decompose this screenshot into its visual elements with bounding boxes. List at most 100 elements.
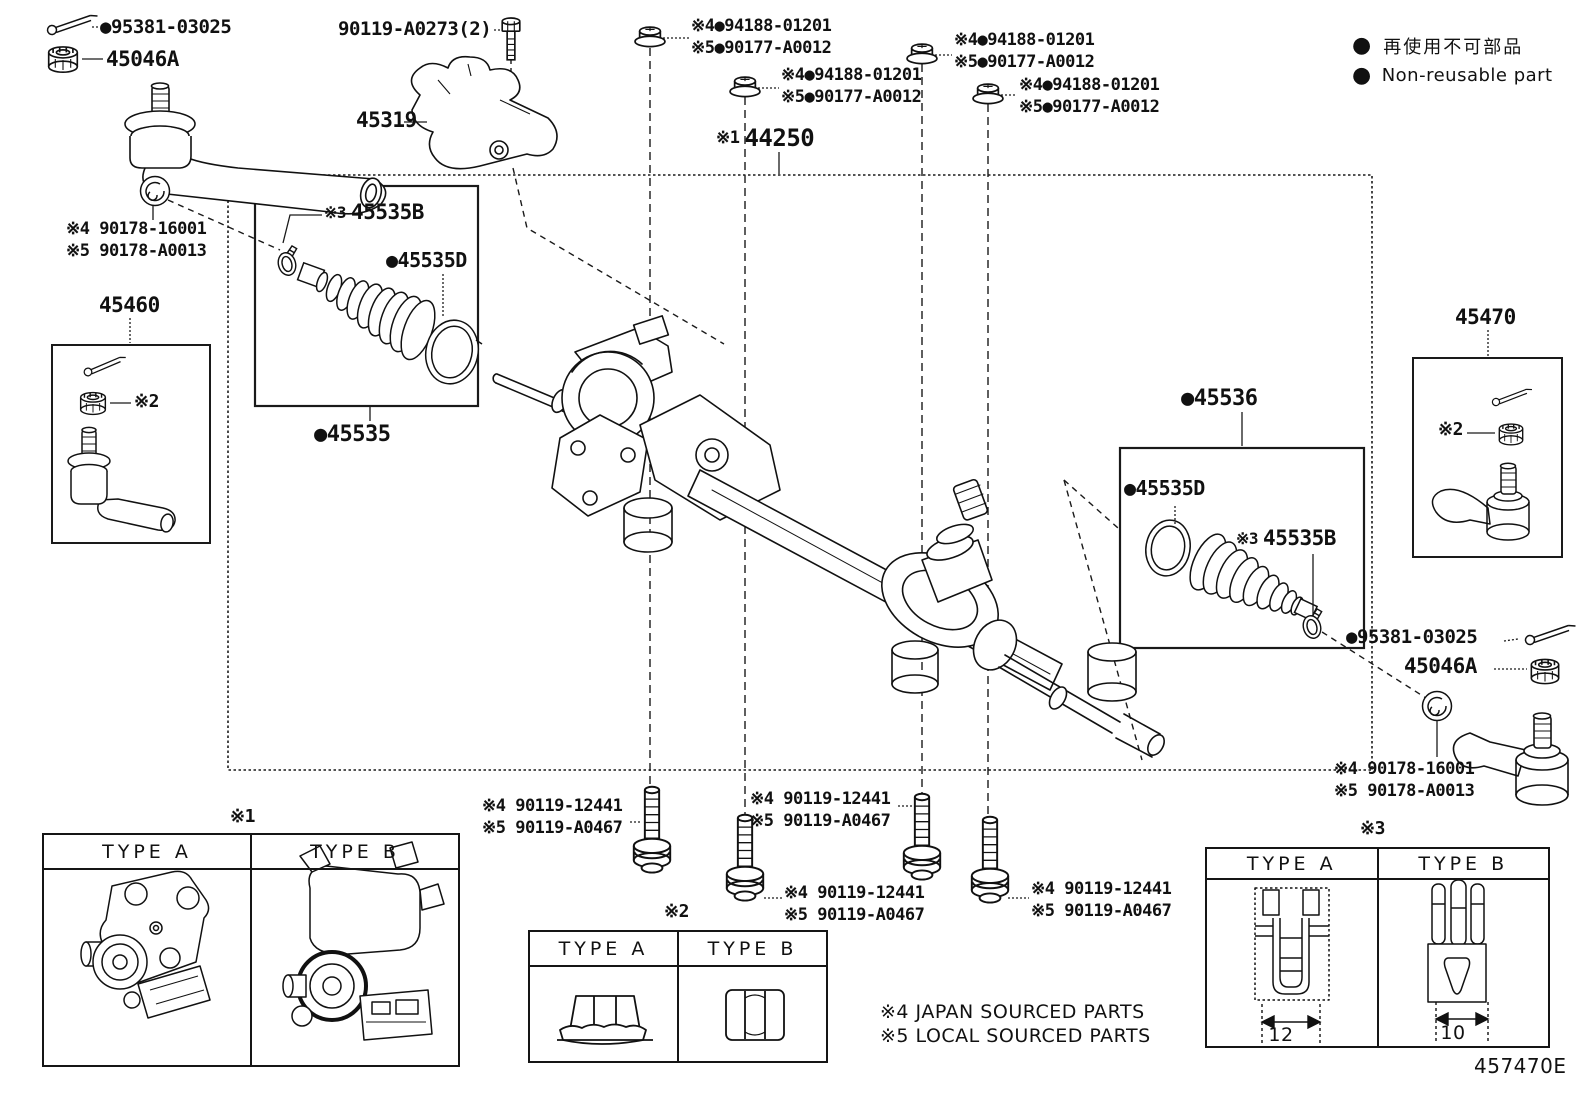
lock-washer-icon: [139, 175, 171, 207]
table-nut-types: TYPE A TYPE B: [528, 930, 828, 1063]
label-washer-japan: ※4 90178-16001: [1334, 759, 1475, 779]
label-steering-gear: ※1 44250: [716, 124, 815, 152]
label-lock-nut-3: ※4●94188-01201 ※5●90177-A0012: [954, 29, 1095, 73]
label-lock-nut-1: ※4●94188-01201 ※5●90177-A0012: [691, 15, 832, 59]
label-boot-kit-left: ●45535: [314, 422, 391, 447]
clip-type-a-art: [1254, 887, 1330, 1001]
mount-bolt-local: ※5 90119-A0467: [482, 818, 623, 838]
lock-nut-japan: ※4●94188-01201: [954, 30, 1095, 50]
mount-bolt-local: ※5 90119-A0467: [1031, 901, 1172, 921]
castle-nut-icon-right: [1530, 658, 1560, 685]
label-ref2-table: ※2: [664, 901, 689, 922]
label-washer-local: ※5 90178-A0013: [66, 241, 207, 261]
boot-clamp-number: 45535B: [351, 200, 424, 224]
label-boot-ring-left: ●45535D: [386, 248, 467, 272]
lock-nut-icon-4: [972, 83, 1004, 105]
lock-nut-local: ※5●90177-A0012: [954, 52, 1095, 72]
label-ref3-table: ※3: [1360, 818, 1385, 839]
note-japan-sourced: ※4 JAPAN SOURCED PARTS: [880, 1001, 1145, 1023]
label-boot-clamp-right: ※3 45535B: [1236, 526, 1336, 550]
label-boot-kit-right: ●45536: [1181, 386, 1258, 411]
ref3-mark: ※3: [324, 202, 347, 222]
nut-type-a-art: [557, 995, 653, 1045]
dimension-arrows: [1260, 1002, 1490, 1044]
table3-cell-type-a: [1207, 880, 1377, 1046]
tie-rod-end-top-left-art: [124, 82, 387, 215]
label-boot-clamp-left: ※3 45535B: [324, 200, 424, 224]
boot-clamp-number: 45535B: [1263, 526, 1336, 550]
label-lock-nut-2: ※4●94188-01201 ※5●90177-A0012: [781, 64, 922, 108]
mount-bolt-icon-4: [970, 815, 1010, 904]
label-ref2-left-box: ※2: [134, 391, 159, 412]
table2-cell-type-a: [530, 967, 677, 1061]
label-washer-local: ※5 90178-A0013: [1334, 781, 1475, 801]
castle-nut-icon: [47, 46, 79, 74]
lock-nut-japan: ※4●94188-01201: [1019, 75, 1160, 95]
non-reusable-dot-icon: ●: [1352, 62, 1372, 88]
boot-kit-left-art: [273, 244, 483, 385]
mount-bolt-japan: ※4 90119-12441: [750, 789, 891, 809]
ref1-mark: ※1: [716, 128, 740, 148]
label-tie-rod-nut-top-left: 45046A: [106, 47, 179, 71]
steering-gear-number: 44250: [744, 124, 815, 152]
mount-bolt-japan: ※4 90119-12441: [784, 883, 925, 903]
table1-header-type-b: TYPE B: [250, 835, 458, 868]
motor-type-a-art: [80, 870, 211, 1019]
label-mount-bolt-4: ※4 90119-12441 ※5 90119-A0467: [1031, 878, 1172, 922]
label-mount-bolt-3: ※4 90119-12441 ※5 90119-A0467: [750, 788, 891, 832]
non-reusable-dot-icon: ●: [1352, 33, 1374, 58]
mount-bolt-japan: ※4 90119-12441: [1031, 879, 1172, 899]
cotter-pin-icon-right: [1523, 623, 1578, 646]
ref3-mark: ※3: [1236, 528, 1259, 548]
table3-header-type-a: TYPE A: [1246, 852, 1337, 875]
lock-washer-icon-right: [1421, 690, 1453, 722]
table1-header-type-a: TYPE A: [102, 840, 192, 863]
lock-nut-local: ※5●90177-A0012: [691, 38, 832, 58]
cotter-pin-icon: [45, 13, 100, 36]
label-tie-rod-end-left: 45460: [99, 293, 160, 317]
table-motor-types: TYPE A TYPE B: [42, 833, 460, 1067]
clip-type-b-art: [1427, 879, 1487, 1003]
label-mount-bolt-1: ※4 90119-12441 ※5 90119-A0467: [482, 795, 623, 839]
mount-bolt-icon-1: [632, 785, 672, 874]
dashed-connector-lines: [167, 48, 1427, 818]
table2-header-type-a: TYPE A: [558, 937, 649, 960]
rack-assembly-art: [492, 315, 1165, 758]
boot-kit-right-box: [1118, 446, 1366, 650]
lock-nut-japan: ※4●94188-01201: [691, 16, 832, 36]
mount-bolt-icon-3: [902, 792, 942, 881]
table-clip-types: TYPE A TYPE B: [1205, 847, 1550, 1048]
label-cotter-pin-bottom-right: ●95381-03025: [1346, 626, 1478, 648]
tie-rod-end-bottom-right-art: [1452, 712, 1569, 806]
legend-japanese: 再使用不可部品: [1383, 37, 1524, 58]
bracket-bolt-icon: [501, 17, 521, 61]
main-assembly-dashed-box: [227, 174, 1373, 771]
legend-english: Non-reusable part: [1381, 65, 1553, 86]
label-tie-rod-end-right: 45470: [1455, 305, 1516, 329]
label-mount-bolt-2: ※4 90119-12441 ※5 90119-A0467: [784, 882, 925, 926]
table1-cell-type-b: [250, 870, 458, 1065]
legend: ● 再使用不可部品 ● Non-reusable part: [1352, 33, 1553, 88]
label-lock-nut-4: ※4●94188-01201 ※5●90177-A0012: [1019, 74, 1160, 118]
label-boot-ring-right: ●45535D: [1124, 476, 1205, 500]
drawing-code: 457470E: [1474, 1054, 1567, 1078]
lock-nut-icon-3: [906, 43, 938, 65]
mount-bolt-local: ※5 90119-A0467: [784, 905, 925, 925]
lock-nut-local: ※5●90177-A0012: [781, 87, 922, 107]
bracket-art: [410, 55, 558, 170]
tie-rod-left-box: [51, 344, 211, 544]
lock-nut-icon-1: [634, 26, 666, 48]
label-washer-top-left: ※4 90178-16001 ※5 90178-A0013: [66, 218, 207, 262]
table1-cell-type-a: [44, 870, 250, 1065]
lock-nut-local: ※5●90177-A0012: [1019, 97, 1160, 117]
label-washer-bottom-right: ※4 90178-16001 ※5 90178-A0013: [1334, 758, 1475, 802]
table2-cell-type-b: [677, 967, 826, 1061]
sourcing-notes: ※4 JAPAN SOURCED PARTS ※5 LOCAL SOURCED …: [880, 1000, 1151, 1048]
clip-b-dimension: 10: [1440, 1022, 1466, 1044]
table2-header-type-b: TYPE B: [677, 932, 826, 965]
label-washer-japan: ※4 90178-16001: [66, 219, 207, 239]
leader-lines: [82, 26, 1527, 899]
label-ref1-table: ※1: [230, 806, 255, 827]
